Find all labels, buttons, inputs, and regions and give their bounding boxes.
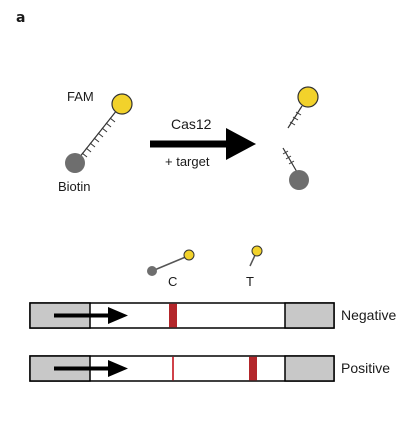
negative-label: Negative xyxy=(341,307,397,323)
biotin-bead xyxy=(65,153,85,173)
reporter-linker xyxy=(74,104,122,164)
positive-strip xyxy=(29,355,335,382)
flow-arrow-head xyxy=(108,360,128,377)
flow-arrow-head xyxy=(108,307,128,324)
small-fam-cleaved xyxy=(251,245,263,257)
condition-label: + target xyxy=(165,154,210,169)
cleaved-biotin-hatch xyxy=(282,150,295,165)
small-biotin xyxy=(147,266,157,276)
fam-label: FAM xyxy=(67,89,94,104)
test-line-label: T xyxy=(246,274,254,289)
enzyme-label: Cas12 xyxy=(171,116,212,132)
control-line-faint xyxy=(172,356,174,381)
fam-fluorophore xyxy=(111,93,133,115)
positive-label: Positive xyxy=(341,360,391,376)
cleaved-reporter xyxy=(282,86,319,190)
arrow-head xyxy=(226,128,256,160)
cleaved-fam-hatch xyxy=(289,111,302,126)
test-line xyxy=(249,356,257,381)
intact-reporter xyxy=(65,93,133,173)
panel-label: a xyxy=(16,10,26,26)
linker-hatch xyxy=(81,117,116,158)
absorbent-pad xyxy=(284,355,335,382)
test-reporter-icon xyxy=(249,245,263,267)
negative-strip xyxy=(29,302,335,329)
control-line xyxy=(169,303,177,328)
control-line-label: C xyxy=(168,274,178,289)
reaction-arrow xyxy=(150,128,256,160)
biotin-label: Biotin xyxy=(58,179,91,194)
absorbent-pad xyxy=(284,302,335,329)
small-fam xyxy=(183,249,195,261)
control-reporter-icon xyxy=(147,249,195,276)
cleaved-biotin xyxy=(289,170,309,190)
cleaved-fam xyxy=(297,86,319,108)
cleaved-biotin-linker xyxy=(282,147,298,173)
cleaved-fam-linker xyxy=(287,105,303,129)
